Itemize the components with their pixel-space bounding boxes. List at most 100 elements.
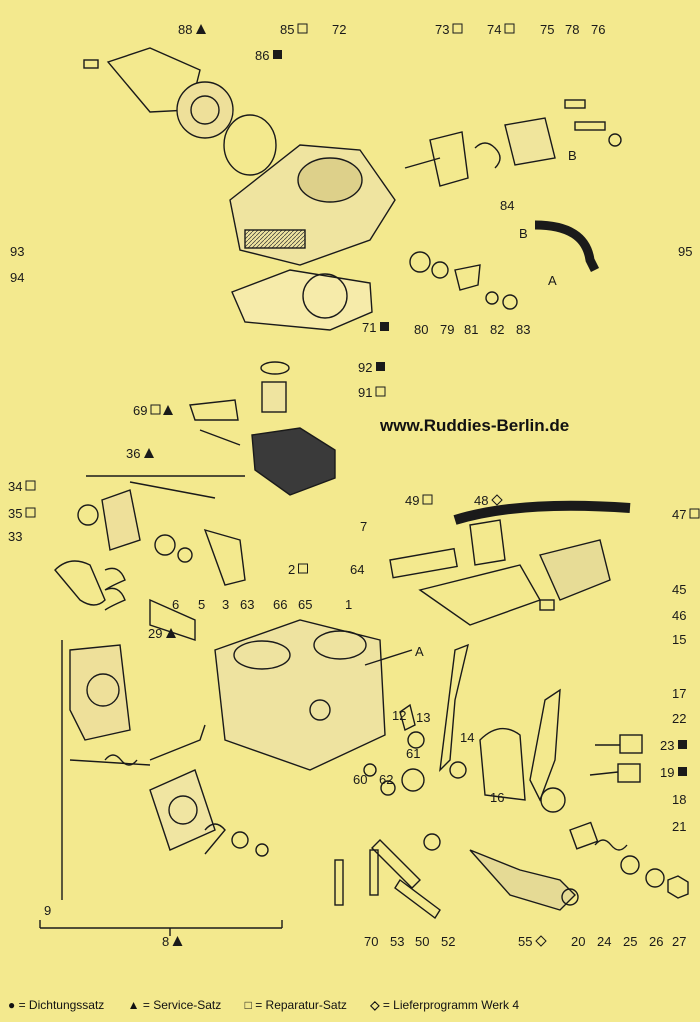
end-parts	[569, 821, 689, 899]
callout-46: 46	[672, 608, 686, 623]
callout-62: 62	[379, 772, 393, 787]
choke-housing	[61, 640, 206, 900]
marker-square-2	[298, 563, 308, 574]
carburetor-body	[214, 619, 413, 771]
marker-triangle-69	[163, 405, 173, 415]
float	[189, 399, 336, 496]
callout-71: 71	[362, 320, 376, 335]
website-url[interactable]: www.Ruddies-Berlin.de	[380, 416, 570, 435]
gasket	[231, 269, 373, 331]
callout-16: 16	[490, 790, 504, 805]
callout-60: 60	[353, 772, 367, 787]
callout-22: 22	[672, 711, 686, 726]
connector-b-top: B	[568, 148, 577, 163]
callout-19: 19	[660, 765, 674, 780]
callout-70: 70	[364, 934, 378, 949]
marker-square-34	[25, 480, 36, 491]
callout-74: 74	[487, 22, 501, 37]
callout-69: 69	[133, 403, 147, 418]
callout-79: 79	[440, 322, 454, 337]
callout-34: 34	[8, 479, 22, 494]
callout-88: 88	[178, 22, 192, 37]
legend-service-satz: ▲ = Service-Satz	[127, 998, 222, 1012]
callout-82: 82	[490, 322, 504, 337]
callout-64: 64	[350, 562, 364, 577]
legend-reparatur-satz: □ = Reparatur-Satz	[244, 998, 347, 1012]
marker-square-triangle-69	[150, 404, 161, 415]
marker-triangle-36	[144, 448, 154, 458]
callout-78: 78	[565, 22, 579, 37]
callout-63: 63	[240, 597, 254, 612]
marker-square-47	[689, 508, 700, 519]
connector-b-hose: B	[519, 226, 528, 241]
carburetor-top	[229, 144, 396, 266]
callout-84: 84	[500, 198, 514, 213]
pulldown-unit	[389, 500, 631, 626]
callout-12: 12	[392, 708, 406, 723]
marker-diamond-55	[535, 935, 547, 947]
solenoid-valve	[469, 849, 579, 911]
washers	[363, 703, 467, 796]
callout-1: 1	[345, 597, 352, 612]
marker-triangle-29	[166, 628, 176, 638]
callout-7: 7	[360, 519, 367, 534]
callout-14: 14	[460, 730, 474, 745]
callout-26: 26	[649, 934, 663, 949]
callout-25: 25	[623, 934, 637, 949]
callout-9: 9	[44, 903, 51, 918]
callout-91: 91	[358, 385, 372, 400]
throttle-levers	[439, 643, 566, 813]
marker-triangle-8	[172, 936, 183, 946]
callout-65: 65	[298, 597, 312, 612]
callout-94: 94	[10, 270, 24, 285]
choke-cover-parts	[83, 47, 277, 176]
callout-33: 33	[8, 529, 22, 544]
callout-52: 52	[441, 934, 455, 949]
callout-80: 80	[414, 322, 428, 337]
callout-5: 5	[198, 597, 205, 612]
marker-square-35	[25, 507, 36, 518]
marker-triangle-88	[196, 24, 206, 34]
callout-21: 21	[672, 819, 686, 834]
callout-85: 85	[280, 22, 294, 37]
callout-13: 13	[416, 710, 430, 725]
hose	[534, 220, 600, 273]
legend-dichtungssatz: ● = Dichtungssatz	[8, 998, 105, 1012]
callout-29: 29	[148, 626, 162, 641]
callout-72: 72	[332, 22, 346, 37]
marker-filled-square-19	[678, 767, 687, 776]
callout-55: 55	[518, 934, 532, 949]
callout-73: 73	[435, 22, 449, 37]
marker-filled-square-71	[380, 322, 389, 331]
connector-a-body: A	[415, 644, 424, 659]
callout-92: 92	[358, 360, 372, 375]
callout-86: 86	[255, 48, 269, 63]
callout-20: 20	[571, 934, 585, 949]
marker-filled-square-92	[376, 362, 385, 371]
spring	[54, 560, 106, 606]
callout-75: 75	[540, 22, 554, 37]
callout-83: 83	[516, 322, 530, 337]
callout-23: 23	[660, 738, 674, 753]
callout-15: 15	[672, 632, 686, 647]
callout-48: 48	[474, 493, 488, 508]
marker-filled-square-23	[678, 740, 687, 749]
marker-square-74	[504, 23, 515, 34]
legend-lieferprogramm: ◇ = Lieferprogramm Werk 4	[370, 998, 520, 1012]
callout-36: 36	[126, 446, 140, 461]
callout-95: 95	[678, 244, 692, 259]
marker-filled-square-86	[273, 50, 282, 59]
connector-a-top: A	[548, 273, 557, 288]
idle-screws	[589, 734, 643, 783]
jets	[334, 833, 441, 920]
callout-50: 50	[415, 934, 429, 949]
upper-right-parts	[404, 99, 622, 187]
callout-18: 18	[672, 792, 686, 807]
marker-square-73	[452, 23, 463, 34]
marker-square-49	[422, 494, 433, 505]
callout-47: 47	[672, 507, 686, 522]
marker-square-85	[297, 23, 308, 34]
callout-66: 66	[273, 597, 287, 612]
